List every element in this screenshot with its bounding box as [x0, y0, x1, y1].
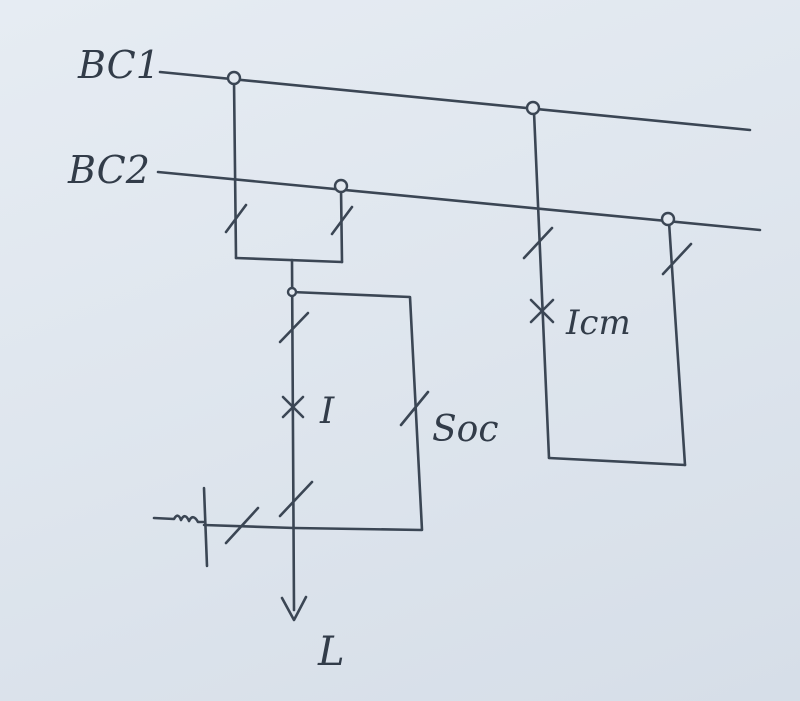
disconnector-bc1-feeder [224, 203, 248, 234]
busbar-bc2 [156, 170, 762, 232]
feeder-drop-from-bc1 [232, 78, 238, 260]
feeder-lower-disconnector [278, 480, 314, 518]
junction-feeder-bypass [286, 286, 298, 298]
junction-bc2-feeder [333, 178, 349, 194]
bypass-loop [290, 290, 424, 532]
bypass-label: Soc [432, 409, 499, 450]
feeder-breaker-label: I [319, 391, 335, 432]
feeder-bus-selector-link [234, 256, 344, 264]
junction-bc1-coupler [525, 100, 541, 116]
junction-bc1-feeder [226, 70, 242, 86]
coupler-disconnector-bc1 [522, 226, 554, 260]
feeder-main-line [290, 258, 296, 612]
feeder-breaker-symbol [281, 395, 305, 419]
disconnector-bc2-feeder [330, 205, 354, 236]
junction-bc2-coupler [660, 211, 676, 227]
earth-hatch [152, 514, 206, 524]
busbar-label-bc2: BC2 [67, 148, 150, 192]
coupler-breaker-symbol [529, 298, 555, 324]
busbar-label-bc1: BC1 [77, 43, 160, 87]
feeder-drop-from-bc2 [339, 186, 344, 264]
feeder-line-disconnector [278, 311, 310, 344]
coupler-breaker-label: Icт [565, 303, 631, 343]
coupler-disconnector-bc2 [661, 242, 693, 276]
bypass-disconnector [399, 390, 430, 427]
coupler-bottom-link [547, 456, 687, 467]
busbar-bc1 [158, 70, 752, 132]
earthing-switch-blade [224, 506, 260, 545]
coupler-drop-from-bc2 [667, 220, 687, 467]
load-label: L [317, 629, 345, 675]
load-arrow-head [280, 595, 308, 622]
earthing-branch [202, 523, 296, 530]
coupler-drop-from-bc1 [532, 110, 551, 460]
earth-bar [202, 486, 209, 568]
